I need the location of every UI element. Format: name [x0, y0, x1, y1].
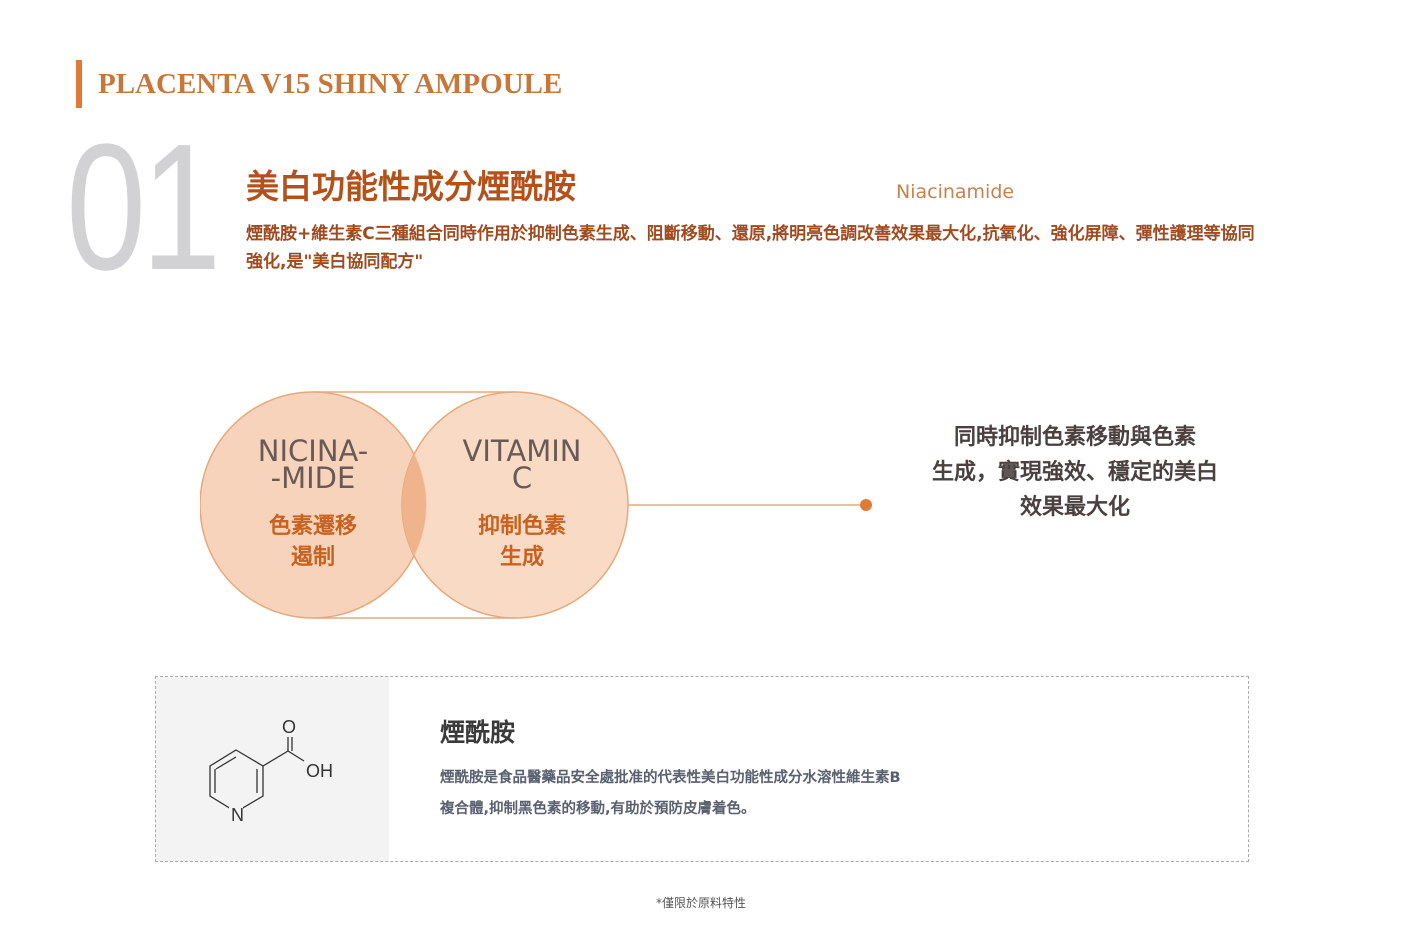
section-english-name: Niacinamide — [896, 181, 1015, 203]
section-title: 美白功能性成分煙酰胺 — [246, 167, 576, 206]
vitamin-c-circle — [401, 391, 629, 619]
venn-graphic — [200, 391, 872, 619]
ingredient-name: 煙酰胺 — [440, 718, 516, 747]
footnote: *僅限於原料特性 — [655, 896, 746, 910]
label-line: 生成 — [499, 545, 544, 570]
result-line: 同時抑制色素移動與色素 — [953, 425, 1196, 450]
nitrogen-label: N — [231, 805, 244, 825]
nicotinic-acid-structure-icon — [209, 737, 305, 821]
title-line: VITAMIN — [462, 434, 582, 468]
label-line: 色素遷移 — [268, 514, 357, 539]
niacinamide-label: 色素遷移遏制 — [213, 511, 413, 573]
hydroxyl-label: OH — [306, 761, 333, 781]
result-text: 同時抑制色素移動與色素 生成，實現強效、穩定的美白 效果最大化 — [900, 420, 1250, 525]
accent-bar — [76, 60, 82, 108]
ingredient-card: O OH N 煙酰胺 煙酰胺是食品醫藥品安全處批准的代表性美白功能性成分水溶性維… — [155, 676, 1249, 862]
ingredient-description: 煙酰胺是食品醫藥品安全處批准的代表性美白功能性成分水溶性維生素B 複合體,抑制黑… — [440, 763, 1140, 825]
niacinamide-circle — [200, 391, 427, 619]
molecule-panel: O OH N — [156, 677, 389, 861]
description-line: 複合體,抑制黑色素的移動,有助於預防皮膚着色。 — [440, 801, 756, 817]
section-description: 煙酰胺+維生素C三種組合同時作用於抑制色素生成、阻斷移動、還原,將明亮色調改善效… — [246, 224, 1255, 272]
niacinamide-title: NICINA--MIDE — [213, 434, 413, 495]
result-line: 效果最大化 — [1019, 495, 1130, 520]
result-line: 生成，實現強效、穩定的美白 — [931, 460, 1218, 485]
brand-title: PLACENTA V15 SHINY AMPOULE — [98, 68, 563, 100]
vitamin-c-label: 抑制色素生成 — [422, 511, 622, 573]
title-line: NICINA- — [257, 434, 369, 468]
title-line: -MIDE — [270, 461, 356, 495]
description-line: 煙酰胺是食品醫藥品安全處批准的代表性美白功能性成分水溶性維生素B — [440, 770, 901, 786]
section-number: 01 — [66, 107, 221, 308]
oxygen-label: O — [282, 717, 297, 737]
title-line: C — [511, 461, 533, 495]
connector-dot — [860, 499, 872, 511]
label-line: 抑制色素 — [477, 514, 566, 539]
label-line: 遏制 — [290, 545, 335, 570]
